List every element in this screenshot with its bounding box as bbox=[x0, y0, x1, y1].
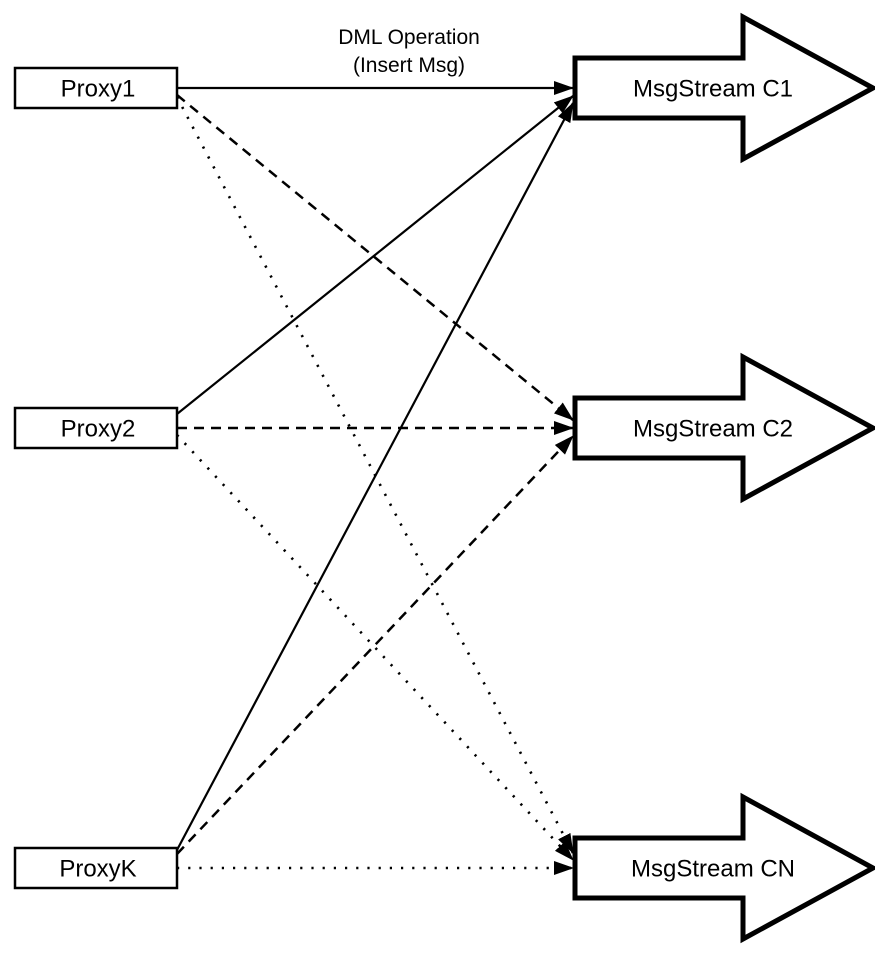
edge-proxy2-msgstream-c1 bbox=[176, 95, 574, 415]
edge-proxy2-msgstream-cn bbox=[176, 434, 574, 861]
title-annotation: DML Operation (Insert Msg) bbox=[338, 26, 480, 77]
msgstream-cn-label: MsgStream CN bbox=[631, 856, 795, 883]
edge-proxy1-msgstream-c2 bbox=[176, 94, 574, 421]
msgstream-c1-label: MsgStream C1 bbox=[633, 76, 793, 103]
proxyk-label: ProxyK bbox=[59, 856, 136, 883]
proxy1-box bbox=[13, 66, 179, 110]
title-line2: (Insert Msg) bbox=[353, 54, 465, 77]
msgstream-cn-arrow-shape bbox=[572, 792, 875, 944]
proxy-node-proxy1: Proxy1 bbox=[13, 66, 179, 110]
msgstream-c2-label: MsgStream C2 bbox=[633, 416, 793, 443]
edge-proxyk-msgstream-c1 bbox=[176, 102, 574, 851]
proxy-node-proxy2: Proxy2 bbox=[13, 406, 179, 450]
edge-lines bbox=[175, 81, 575, 875]
proxy2-label: Proxy2 bbox=[61, 416, 136, 443]
proxy-node-proxyk: ProxyK bbox=[13, 846, 179, 890]
stream-node-c1: MsgStream C1 bbox=[572, 12, 875, 164]
msgstream-c1-arrow-shape bbox=[572, 12, 875, 164]
proxyk-box bbox=[13, 846, 179, 890]
stream-node-c2: MsgStream C2 bbox=[572, 352, 875, 504]
stream-node-cn: MsgStream CN bbox=[572, 792, 875, 944]
proxy2-box bbox=[13, 406, 179, 450]
title-line1: DML Operation bbox=[338, 26, 480, 49]
msgstream-c2-arrow-shape bbox=[572, 352, 875, 504]
proxy1-label: Proxy1 bbox=[61, 76, 136, 103]
edge-proxyk-msgstream-c2 bbox=[176, 435, 574, 855]
